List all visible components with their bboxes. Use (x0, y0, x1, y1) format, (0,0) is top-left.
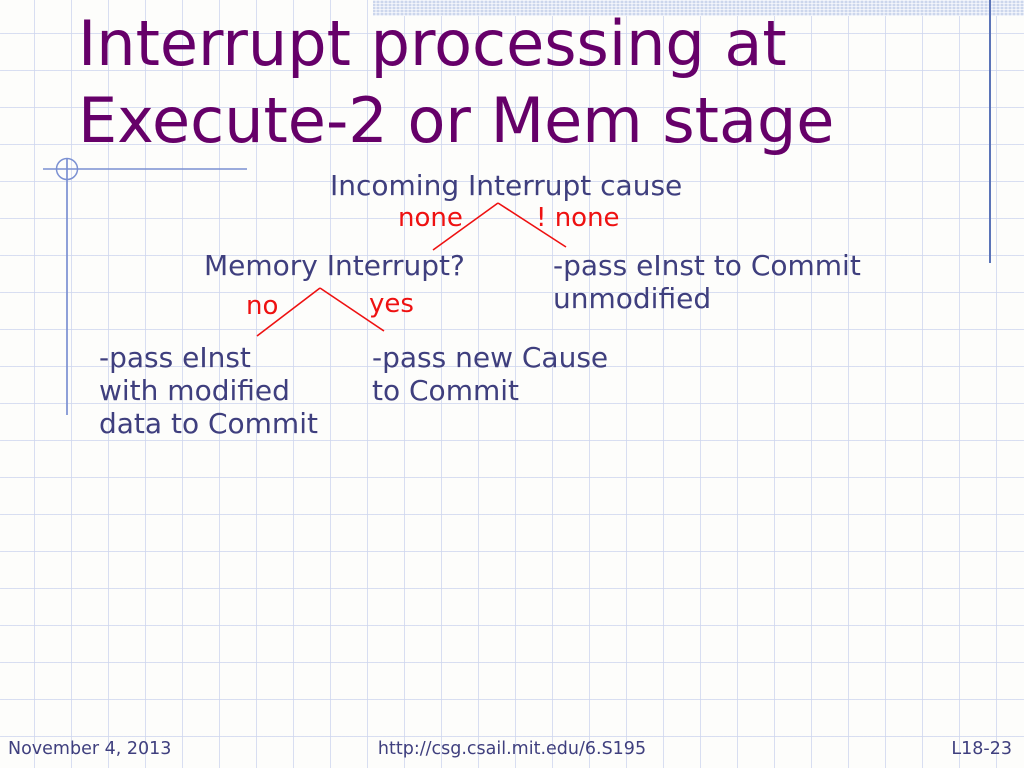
tree-leaf-pass-new-cause: -pass new Cause to Commit (372, 341, 609, 407)
branch-label-yes: yes (369, 289, 414, 319)
branch-label-no: no (246, 291, 279, 321)
page-title: Interrupt processing at Execute-2 or Mem… (78, 7, 835, 157)
footer-course-url: http://csg.csail.mit.edu/6.S195 (377, 739, 647, 759)
tree-node-incoming-interrupt-cause: Incoming Interrupt cause (330, 169, 683, 202)
compass-circle-decoration (55, 157, 79, 181)
branch-label-none: none (398, 203, 463, 233)
tree-node-memory-interrupt-question: Memory Interrupt? (204, 249, 465, 282)
tree-leaf-pass-einst-unmodified: -pass eInst to Commit unmodified (553, 249, 861, 315)
branch-label-not-none: ! none (536, 203, 620, 233)
footer-slide-number: L18-23 (951, 739, 1012, 759)
top-hatch-band-decoration (373, 0, 1024, 16)
tree-leaf-pass-einst-modified-data: -pass eInst with modified data to Commit (99, 341, 318, 440)
footer-date: November 4, 2013 (8, 739, 172, 759)
